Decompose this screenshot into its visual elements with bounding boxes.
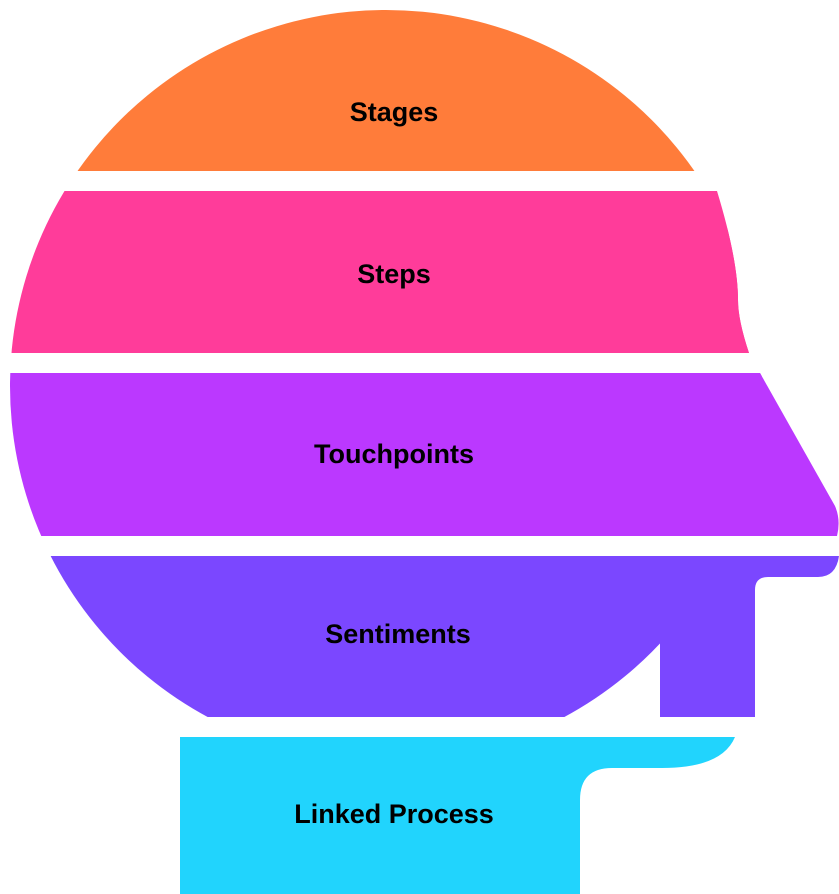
- layer-sentiments-label: Sentiments: [325, 619, 471, 649]
- layer-stages-band: [10, 10, 762, 171]
- layer-steps: Steps: [10, 191, 749, 353]
- layer-touchpoints-band: [10, 373, 762, 536]
- layer-sentiments: Sentiments: [10, 556, 839, 717]
- layer-linked-process-band: [180, 737, 735, 894]
- layer-touchpoints: Touchpoints: [10, 373, 839, 536]
- layer-steps-band: [10, 191, 749, 353]
- layer-steps-label: Steps: [357, 259, 431, 289]
- layer-touchpoints-label: Touchpoints: [314, 439, 474, 469]
- layer-touchpoints-nose: [700, 373, 839, 536]
- layer-linked-process-label: Linked Process: [294, 799, 494, 829]
- layer-sentiments-chin: [660, 556, 839, 717]
- layer-steps-nose-bridge: [700, 191, 749, 353]
- layer-linked-process: Linked Process: [180, 737, 735, 894]
- layer-stages-label: Stages: [350, 97, 439, 127]
- layer-stages: Stages: [10, 10, 762, 171]
